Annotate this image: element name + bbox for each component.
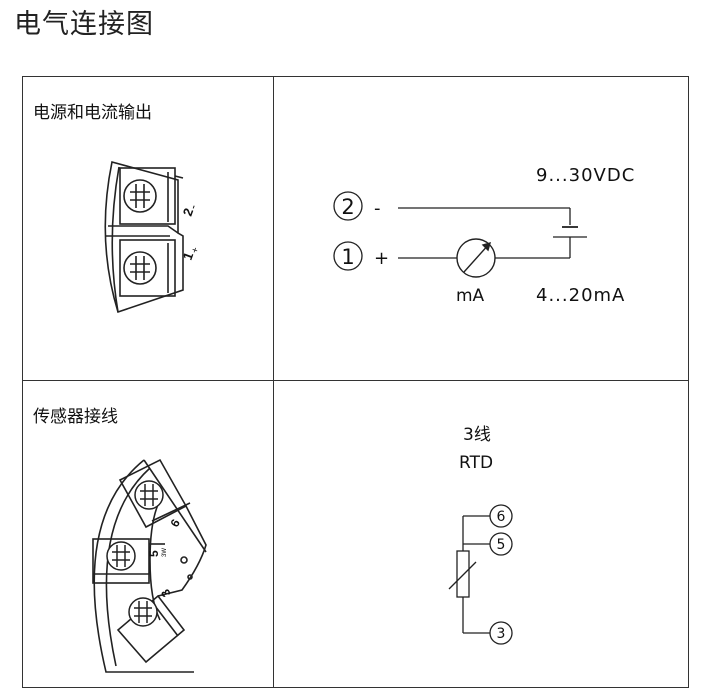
page-title: 电气连接图 [14,9,154,40]
rtd-terminal-6: 6 [497,509,506,525]
screw-terminal-icon [106,541,136,571]
supply-voltage-label: 9...30VDC [536,165,635,186]
screw-terminal-icon [128,597,158,627]
meter-unit-label: mA [456,286,485,306]
terminal-2-number: 2 [341,195,354,219]
ammeter-icon [456,238,496,278]
wiring-type-label: 3线 [463,425,491,445]
plus-sign: + [374,248,389,269]
screw-terminal-icon [134,480,164,510]
sensor-type-label: RTD [459,453,494,473]
sensor-terminal-5: 5 [147,550,161,557]
power-section-label: 电源和电流输出 [33,103,152,123]
screw-terminal-icon [123,179,157,213]
terminal-label-2: 2 [180,206,197,218]
rtd-terminal-5: 5 [497,537,506,553]
minus-sign: - [374,198,381,219]
terminal-sign-plus: + [189,246,201,255]
resistor-icon [456,550,470,598]
signal-range-label: 4...20mA [536,285,625,306]
screw-terminal-icon [123,251,157,285]
sensor-section-label: 传感器接线 [33,407,118,427]
terminal-label-1: 1 [180,250,197,262]
sensor-small-mark: 3W [162,548,168,557]
terminal-sign-minus: - [186,202,201,211]
rtd-terminal-3: 3 [497,626,506,642]
terminal-1-number: 1 [341,245,354,269]
